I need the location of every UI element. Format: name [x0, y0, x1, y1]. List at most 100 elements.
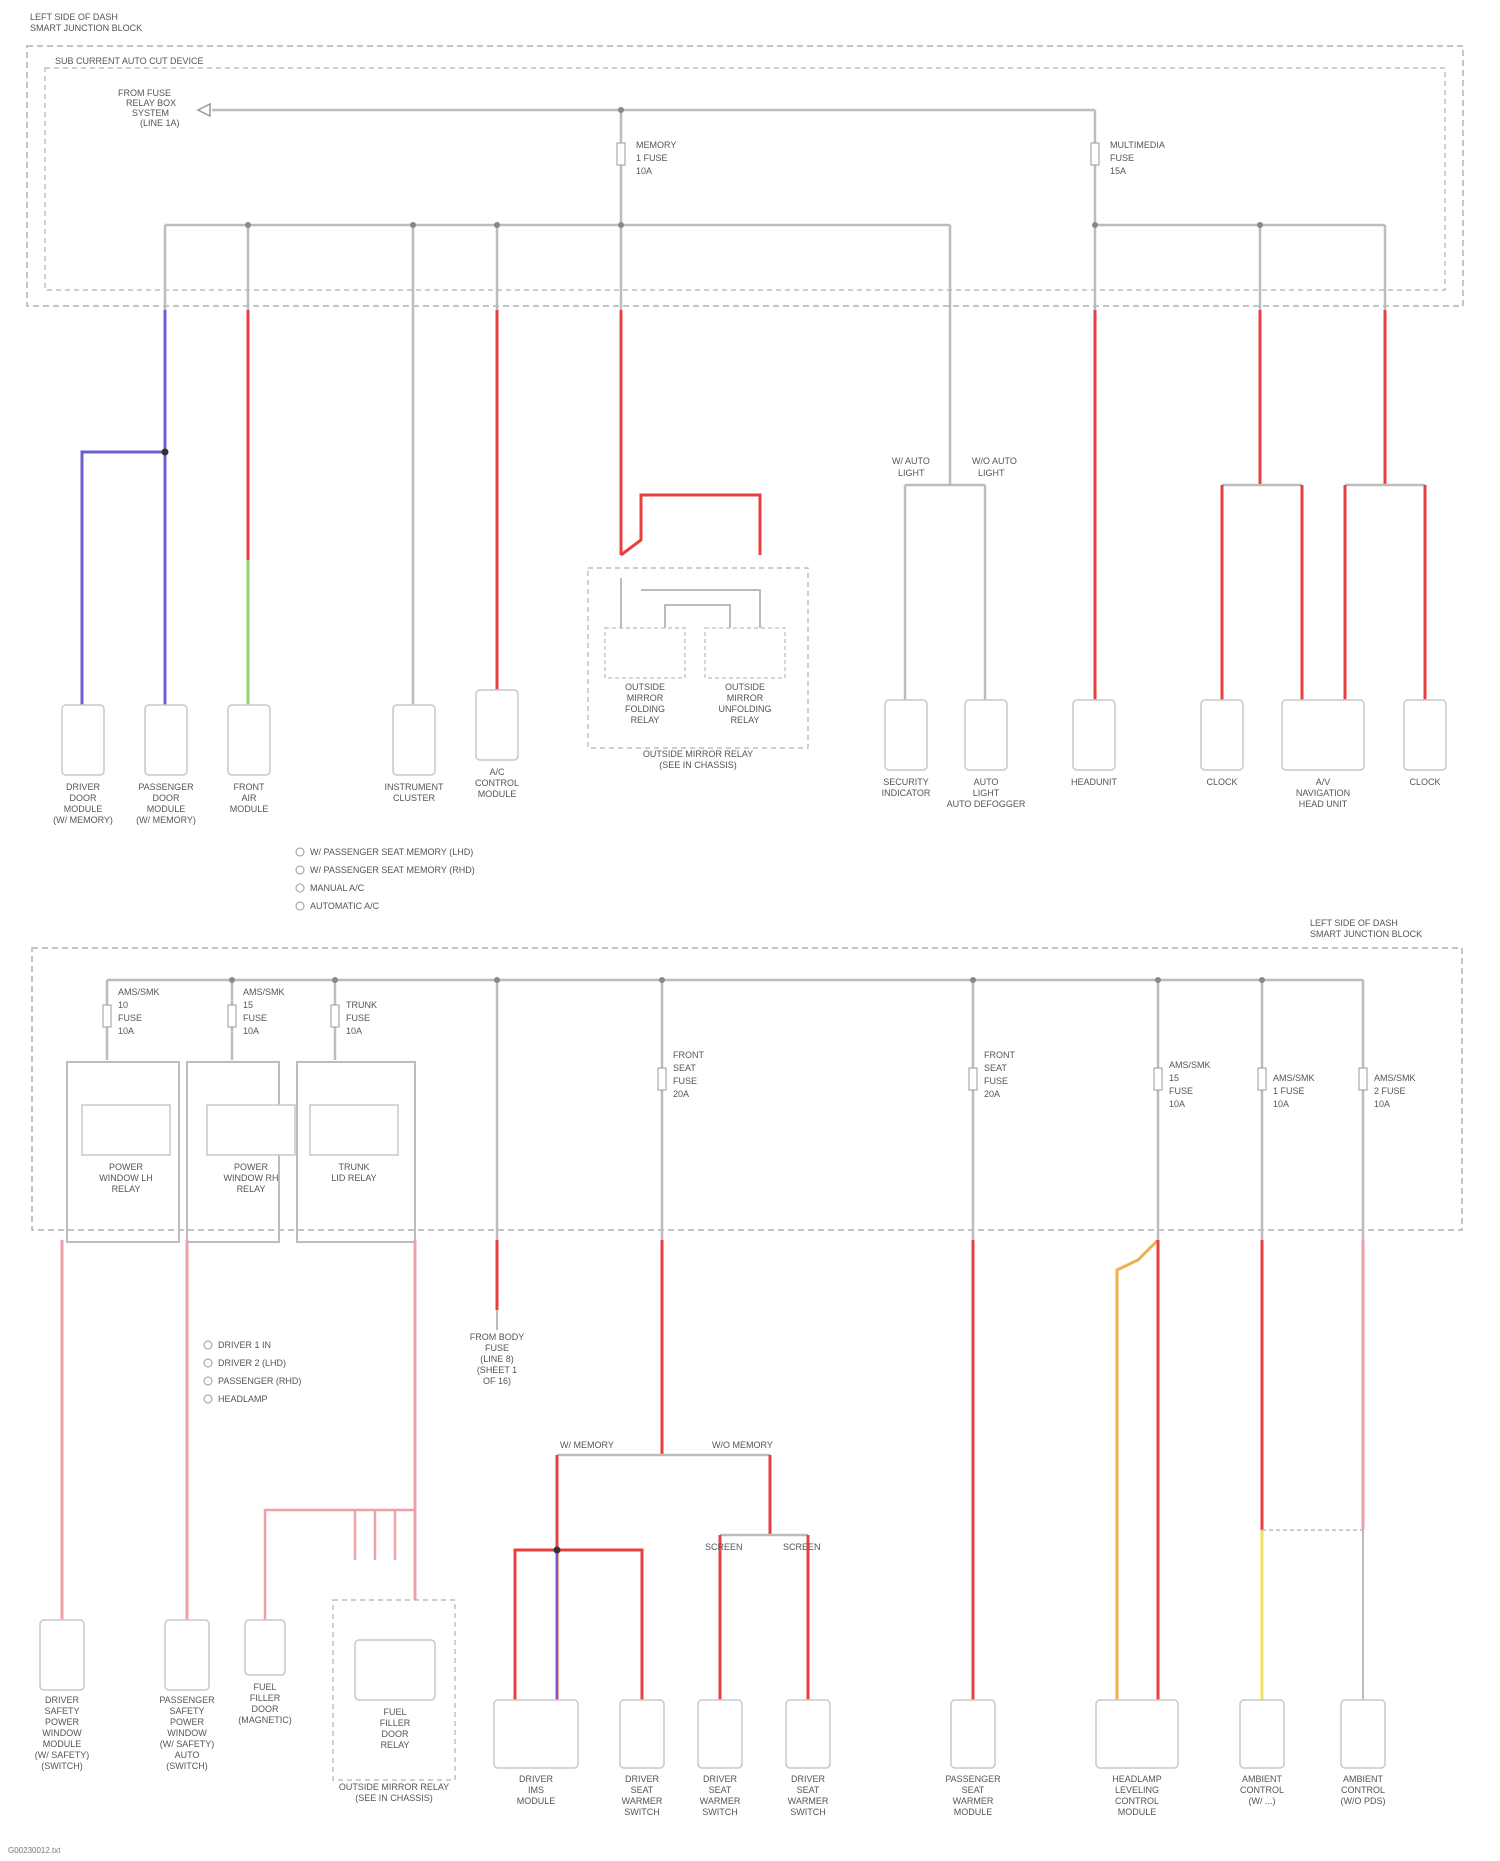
svg-text:FILLER: FILLER [250, 1693, 281, 1703]
svg-text:HEADLAMP: HEADLAMP [218, 1394, 268, 1404]
fuel-filler-relay-label: FUEL FILLER DOOR RELAY [380, 1707, 411, 1750]
svg-text:DRIVER: DRIVER [791, 1774, 826, 1784]
svg-text:POWER: POWER [234, 1162, 269, 1172]
driver-seat-warmer-switch-2-label: DRIVER SEAT WARMER SWITCH [700, 1774, 741, 1817]
svg-text:FILLER: FILLER [380, 1718, 411, 1728]
source-arrow-icon [198, 104, 210, 116]
svg-text:FUSE: FUSE [984, 1076, 1008, 1086]
svg-text:POWER: POWER [109, 1162, 144, 1172]
memory-fuse-symbol [617, 143, 625, 165]
svg-text:DOOR: DOOR [153, 793, 181, 803]
svg-text:AMS/SMK: AMS/SMK [118, 987, 160, 997]
instrument-cluster-label: INSTRUMENT CLUSTER [385, 782, 444, 803]
bottom-components [40, 1620, 1385, 1768]
svg-text:(W/ MEMORY): (W/ MEMORY) [136, 815, 196, 825]
svg-text:LIGHT: LIGHT [978, 468, 1005, 478]
smart-junction-block-frame-top [27, 46, 1463, 306]
bottom-header-line2: SMART JUNCTION BLOCK [1310, 929, 1422, 939]
driver-seat-warmer-switch-1-label: DRIVER SEAT WARMER SWITCH [622, 1774, 663, 1817]
svg-text:MODULE: MODULE [1118, 1807, 1157, 1817]
svg-text:WINDOW: WINDOW [167, 1728, 207, 1738]
branch-security-labels: W/ AUTO LIGHT W/O AUTO LIGHT [892, 456, 1017, 478]
svg-text:FROM BODY: FROM BODY [470, 1332, 525, 1342]
svg-text:1 FUSE: 1 FUSE [1273, 1086, 1305, 1096]
headunit-label: HEADUNIT [1071, 777, 1118, 787]
svg-text:POWER: POWER [170, 1717, 205, 1727]
svg-text:10: 10 [118, 1000, 128, 1010]
svg-text:(W/ SAFETY): (W/ SAFETY) [35, 1750, 90, 1760]
svg-text:TRUNK: TRUNK [346, 1000, 377, 1010]
multimedia-fuse-label: MULTIMEDIA FUSE 15A [1110, 140, 1165, 176]
svg-text:CONTROL: CONTROL [1115, 1796, 1159, 1806]
svg-text:MODULE: MODULE [64, 804, 103, 814]
svg-text:FUSE: FUSE [485, 1343, 509, 1353]
svg-text:2 FUSE: 2 FUSE [1374, 1086, 1406, 1096]
bottom-relays [82, 1105, 398, 1155]
driver-ims-module-label: DRIVER IMS MODULE [517, 1774, 556, 1806]
svg-text:OUTSIDE MIRROR RELAY: OUTSIDE MIRROR RELAY [339, 1782, 449, 1792]
svg-text:SEAT: SEAT [673, 1063, 696, 1073]
footer-text: G00230012.txt [8, 1846, 61, 1855]
svg-text:LIGHT: LIGHT [898, 468, 925, 478]
top-section: LEFT SIDE OF DASH SMART JUNCTION BLOCK S… [27, 12, 1463, 825]
svg-text:HEADLAMP: HEADLAMP [1112, 1774, 1162, 1784]
legend-top: W/ PASSENGER SEAT MEMORY (LHD) W/ PASSEN… [296, 847, 475, 911]
svg-text:AUTO DEFOGGER: AUTO DEFOGGER [947, 799, 1026, 809]
svg-text:LID RELAY: LID RELAY [331, 1173, 376, 1183]
svg-text:AUTO: AUTO [175, 1750, 200, 1760]
passenger-door-module-label: PASSENGER DOOR MODULE (W/ MEMORY) [136, 782, 196, 825]
svg-text:MULTIMEDIA: MULTIMEDIA [1110, 140, 1165, 150]
svg-text:MEMORY: MEMORY [636, 140, 676, 150]
svg-text:DOOR: DOOR [382, 1729, 410, 1739]
ac-control-module-label: A/C CONTROL MODULE [475, 767, 519, 799]
svg-text:AUTO: AUTO [974, 777, 999, 787]
svg-text:LEVELING: LEVELING [1115, 1785, 1159, 1795]
svg-text:PASSENGER: PASSENGER [945, 1774, 1001, 1784]
svg-text:CONTROL: CONTROL [1341, 1785, 1385, 1795]
headlamp-leveling-module-label: HEADLAMP LEVELING CONTROL MODULE [1112, 1774, 1162, 1817]
svg-text:AMS/SMK: AMS/SMK [243, 987, 285, 997]
svg-text:DOOR: DOOR [70, 793, 98, 803]
driver-safety-window-label: DRIVER SAFETY POWER WINDOW MODULE (W/ SA… [35, 1695, 90, 1771]
svg-text:15A: 15A [1110, 166, 1126, 176]
clock-1-label: CLOCK [1206, 777, 1237, 787]
svg-text:AMS/SMK: AMS/SMK [1169, 1060, 1211, 1070]
svg-text:SEAT: SEAT [631, 1785, 654, 1795]
svg-text:DRIVER: DRIVER [625, 1774, 660, 1784]
svg-text:DRIVER: DRIVER [45, 1695, 80, 1705]
legend-bottom: DRIVER 1 IN DRIVER 2 (LHD) PASSENGER (RH… [204, 1340, 301, 1404]
svg-text:20A: 20A [673, 1089, 689, 1099]
svg-text:PASSENGER: PASSENGER [138, 782, 194, 792]
svg-text:FRONT: FRONT [984, 1050, 1015, 1060]
svg-text:(W/ MEMORY): (W/ MEMORY) [53, 815, 113, 825]
svg-text:MANUAL A/C: MANUAL A/C [310, 883, 365, 893]
svg-text:MODULE: MODULE [230, 804, 269, 814]
svg-text:SAFETY: SAFETY [44, 1706, 79, 1716]
svg-text:FOLDING: FOLDING [625, 704, 665, 714]
svg-text:(W/ ...): (W/ ...) [1249, 1796, 1276, 1806]
svg-text:PASSENGER: PASSENGER [159, 1695, 215, 1705]
svg-text:IMS: IMS [528, 1785, 544, 1795]
top-header-line1: LEFT SIDE OF DASH [30, 12, 118, 22]
svg-text:LIGHT: LIGHT [973, 788, 1000, 798]
svg-text:A/V: A/V [1316, 777, 1331, 787]
auto-light-label: AUTO LIGHT AUTO DEFOGGER [947, 777, 1026, 809]
svg-text:SECURITY: SECURITY [883, 777, 929, 787]
svg-text:SEAT: SEAT [962, 1785, 985, 1795]
svg-text:DRIVER: DRIVER [519, 1774, 554, 1784]
ambient-control-1-label: AMBIENT CONTROL (W/ ...) [1240, 1774, 1284, 1806]
svg-text:WARMER: WARMER [953, 1796, 994, 1806]
clock-2-label: CLOCK [1409, 777, 1440, 787]
svg-text:FUSE: FUSE [243, 1013, 267, 1023]
svg-text:10A: 10A [1169, 1099, 1185, 1109]
svg-text:(SEE IN CHASSIS): (SEE IN CHASSIS) [355, 1793, 433, 1803]
bottom-header-line1: LEFT SIDE OF DASH [1310, 918, 1398, 928]
svg-text:(W/O PDS): (W/O PDS) [1341, 1796, 1386, 1806]
bottom-relay-labels: POWERWINDOW LHRELAY POWERWINDOW RHRELAY … [99, 1162, 376, 1194]
fuel-filler-door-label: FUEL FILLER DOOR (MAGNETIC) [238, 1682, 292, 1725]
svg-text:MODULE: MODULE [147, 804, 186, 814]
body-fuse-side-note: FROM BODY FUSE (LINE 8) (SHEET 1 OF 16) [470, 1332, 525, 1386]
svg-text:(SWITCH): (SWITCH) [166, 1761, 208, 1771]
svg-text:CLOCK: CLOCK [1409, 777, 1440, 787]
svg-text:SWITCH: SWITCH [624, 1807, 660, 1817]
